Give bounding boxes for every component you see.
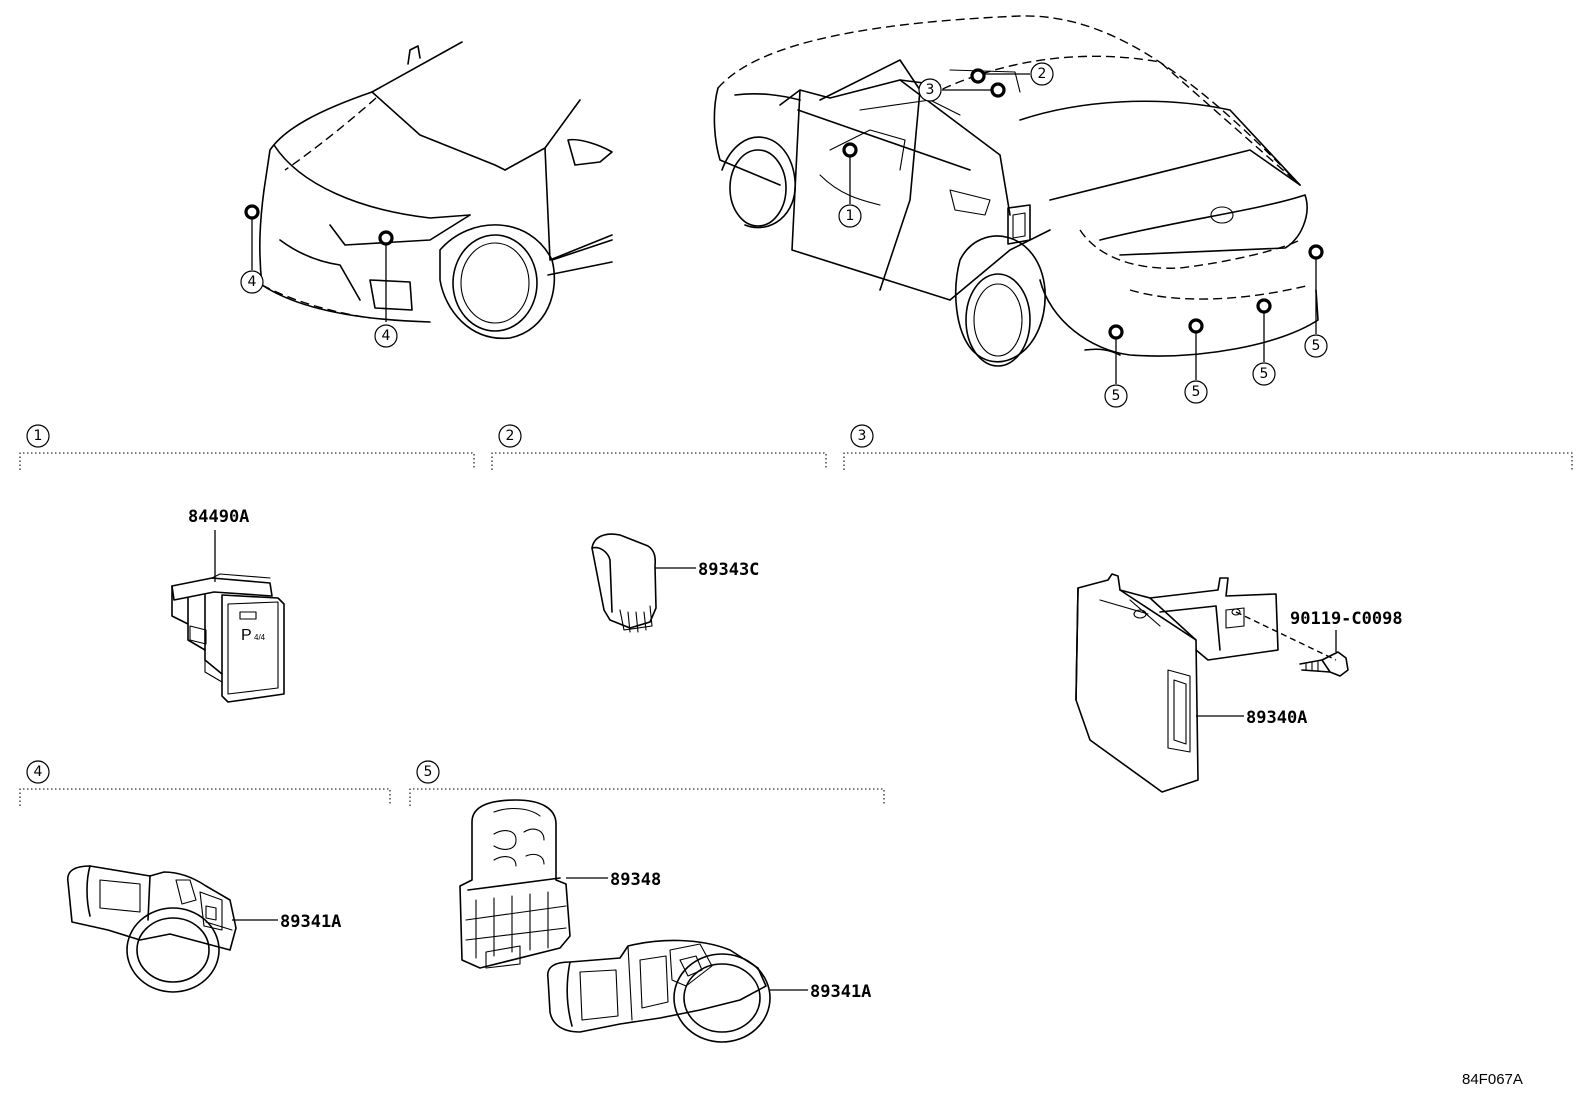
section-4-number: 4 (34, 764, 43, 780)
section-4-header: 4 (19, 760, 391, 806)
callout-rear-2-number: 5 (1192, 384, 1201, 400)
callout-interior-dome-number: 2 (1038, 66, 1047, 82)
buzzer-part (591, 533, 696, 633)
callout-front-left: 4 (240, 270, 264, 294)
section-2-header: 2 (491, 424, 827, 470)
callout-interior-switch: 1 (838, 204, 862, 228)
section-2-number: 2 (506, 428, 515, 444)
illustration-reference-code: 84F067A (1462, 1071, 1523, 1088)
rear-car-illustration (713, 15, 1324, 384)
callout-front-center-number: 4 (382, 328, 391, 344)
front-car-illustration (244, 41, 613, 340)
p-switch-sub-mark: 4/4 (254, 633, 266, 642)
section-1-number: 1 (34, 428, 43, 444)
part-label-89343c: 89343C (698, 560, 759, 580)
part-label-89340a: 89340A (1246, 708, 1307, 728)
callout-rear-4-number: 5 (1312, 338, 1321, 354)
callout-rear-4: 5 (1304, 334, 1328, 358)
part-label-89341a-rear: 89341A (810, 982, 871, 1002)
rear-sensor-part (546, 939, 808, 1043)
callout-rear-3-number: 5 (1260, 366, 1269, 382)
callout-interior-ecu: 3 (918, 78, 942, 102)
callout-rear-3: 5 (1252, 362, 1276, 386)
section-5-number: 5 (424, 764, 433, 780)
section-5-header: 5 (409, 760, 885, 806)
callout-rear-1: 5 (1104, 384, 1128, 408)
section-1-header: 1 (19, 424, 475, 470)
callout-interior-dome: 2 (1030, 62, 1054, 86)
part-label-90119-c0098: 90119-C0098 (1290, 609, 1403, 629)
ecu-part (1075, 573, 1349, 793)
p-switch-mark: P (241, 627, 252, 644)
callout-front-center: 4 (374, 324, 398, 348)
p-switch-part (171, 530, 285, 703)
part-label-89348: 89348 (610, 870, 661, 890)
section-3-header: 3 (843, 424, 1573, 470)
retainer-part (459, 799, 608, 969)
callout-rear-1-number: 5 (1112, 388, 1121, 404)
callout-interior-ecu-number: 3 (926, 82, 935, 98)
callout-interior-switch-number: 1 (846, 208, 855, 224)
part-label-84490a: 84490A (188, 507, 249, 527)
callout-front-left-number: 4 (248, 274, 257, 290)
callout-rear-2: 5 (1184, 380, 1208, 404)
front-sensor-part (66, 865, 278, 993)
part-label-89341a-front: 89341A (280, 912, 341, 932)
section-3-number: 3 (858, 428, 867, 444)
